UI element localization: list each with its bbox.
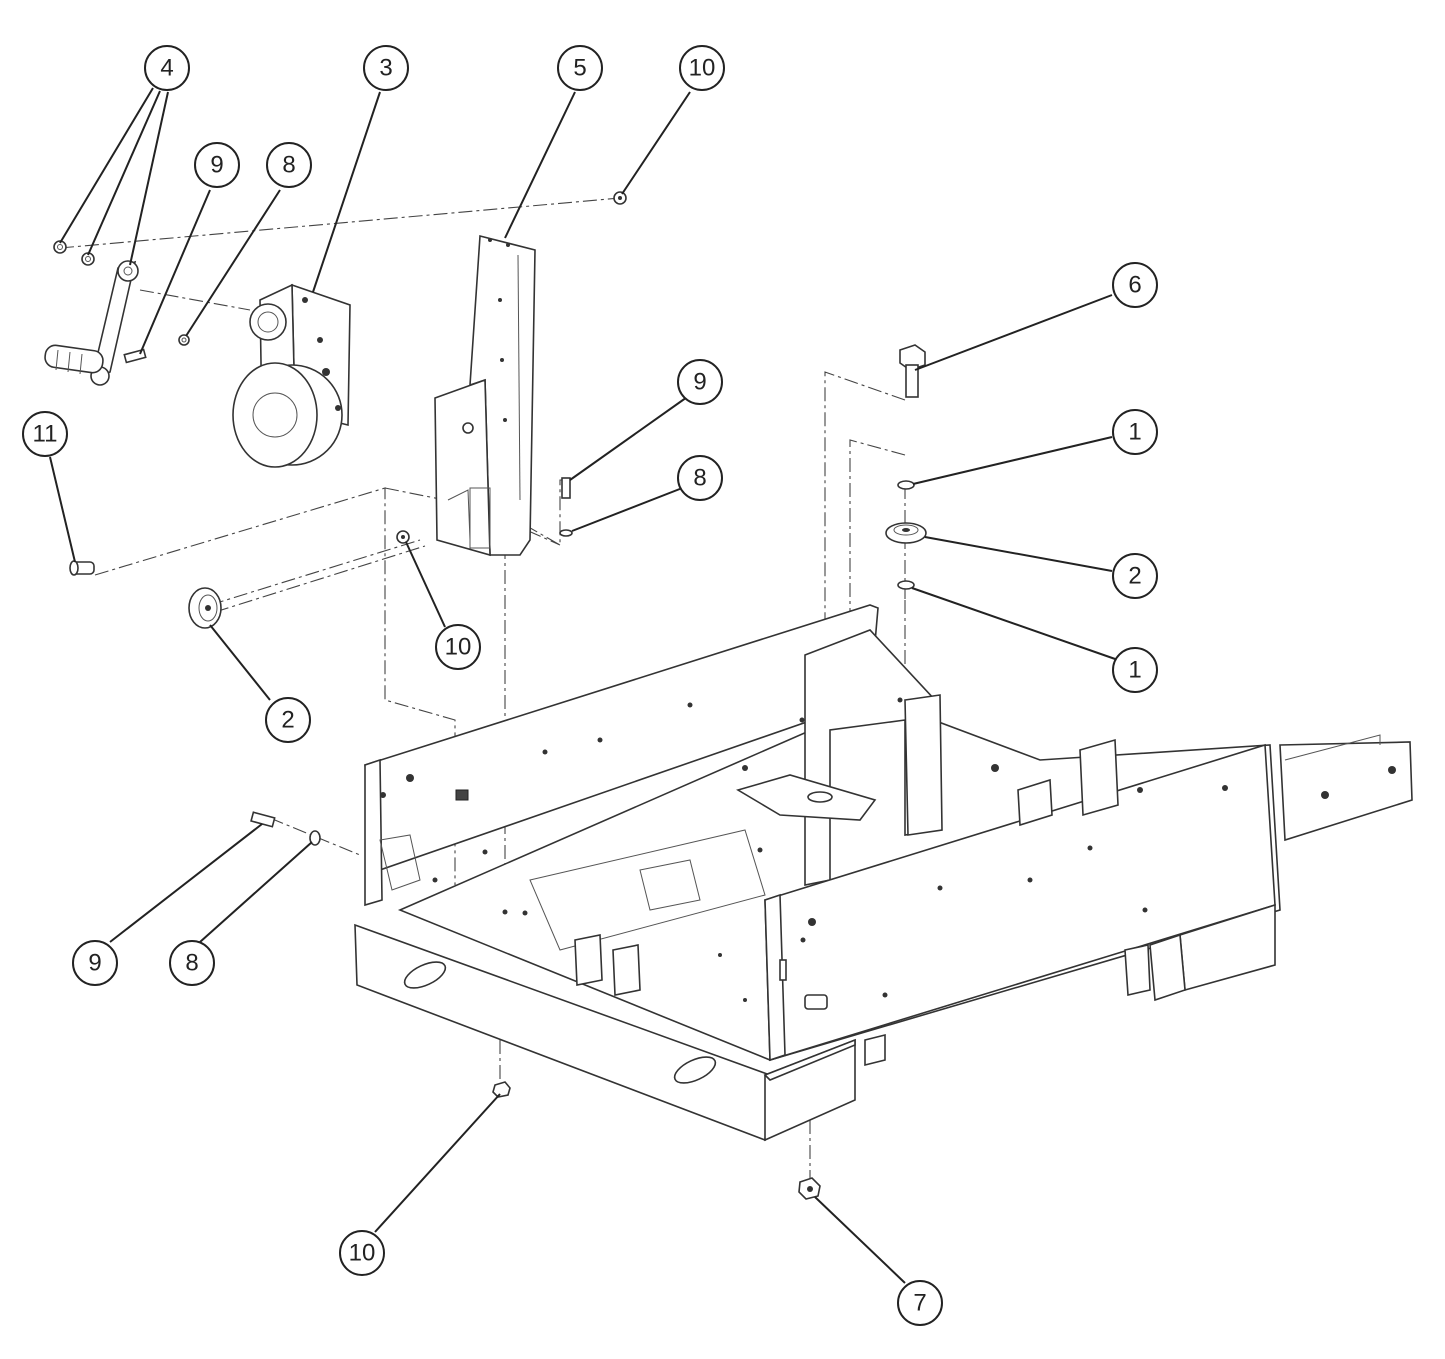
callout-c10a: 10 [679, 45, 725, 91]
callout-circle [194, 142, 240, 188]
callout-circle [897, 1280, 943, 1326]
callout-label: 1 [1128, 657, 1141, 684]
callout-label: 3 [379, 55, 392, 82]
nut-middle [396, 530, 410, 544]
washer-right-upper [897, 480, 915, 490]
callout-c2a: 2 [1112, 553, 1158, 599]
callout-circle [266, 142, 312, 188]
callout-label: 9 [693, 369, 706, 396]
callout-circle [677, 359, 723, 405]
callout-c2b: 2 [265, 697, 311, 743]
callout-label: 8 [185, 950, 198, 977]
callout-circle [557, 45, 603, 91]
callout-label: 7 [913, 1290, 926, 1317]
callout-circle [1112, 409, 1158, 455]
callout-circle [1112, 553, 1158, 599]
washer-right-lower [897, 580, 915, 590]
nut-bottom-left [492, 1081, 511, 1098]
callout-label: 6 [1128, 272, 1141, 299]
pin [69, 560, 95, 576]
bolt-and-washer-lower-left [250, 811, 321, 846]
callout-label: 5 [573, 55, 586, 82]
callout-c1b: 1 [1112, 647, 1158, 693]
callout-c4: 4 [144, 45, 190, 91]
callout-c10c: 10 [339, 1230, 385, 1276]
callout-c9a: 9 [194, 142, 240, 188]
callout-circle [679, 45, 725, 91]
callout-c5: 5 [557, 45, 603, 91]
callout-label: 9 [210, 152, 223, 179]
callout-label: 8 [282, 152, 295, 179]
crank-handle [44, 240, 139, 386]
winch-assembly [232, 283, 351, 468]
callout-c3: 3 [363, 45, 409, 91]
callout-circle [72, 940, 118, 986]
callout-label: 9 [88, 950, 101, 977]
callout-c8b: 8 [677, 455, 723, 501]
callout-leader-lines [49, 87, 1119, 1284]
callout-circle [1112, 262, 1158, 308]
callout-label: 2 [281, 707, 294, 734]
callout-c1a: 1 [1112, 409, 1158, 455]
callout-label: 8 [693, 465, 706, 492]
callout-c8a: 8 [266, 142, 312, 188]
callout-c9c: 9 [72, 940, 118, 986]
callout-label: 4 [160, 55, 173, 82]
callout-circle [1112, 647, 1158, 693]
callout-circle [169, 940, 215, 986]
bolt-right [899, 344, 926, 398]
callout-label: 10 [445, 634, 472, 661]
bolt-and-washer-top-left [123, 334, 190, 364]
callout-circle [144, 45, 190, 91]
callout-c9b: 9 [677, 359, 723, 405]
mast-upright [434, 234, 536, 557]
bolt-and-washer-middle [559, 477, 573, 537]
callout-c6: 6 [1112, 262, 1158, 308]
callout-circle [435, 624, 481, 670]
pulley-right [885, 522, 927, 544]
main-frame [354, 604, 1413, 1142]
callout-circle [363, 45, 409, 91]
callout-label: 10 [349, 1240, 376, 1267]
callout-circle [265, 697, 311, 743]
callout-c10b: 10 [435, 624, 481, 670]
callout-label: 11 [33, 421, 58, 448]
assembly-phantom-lines [59, 197, 906, 1180]
callout-label: 1 [1128, 419, 1141, 446]
callout-c7: 7 [897, 1280, 943, 1326]
callout-circle [22, 411, 68, 457]
callout-circle [677, 455, 723, 501]
callout-circle [339, 1230, 385, 1276]
pulley-left [188, 587, 222, 629]
callout-c8c: 8 [169, 940, 215, 986]
callout-label: 2 [1128, 563, 1141, 590]
callout-label: 10 [689, 55, 716, 82]
nut-top [613, 191, 627, 205]
nut-bottom-right [798, 1177, 821, 1200]
callout-c11: 11 [22, 411, 68, 457]
